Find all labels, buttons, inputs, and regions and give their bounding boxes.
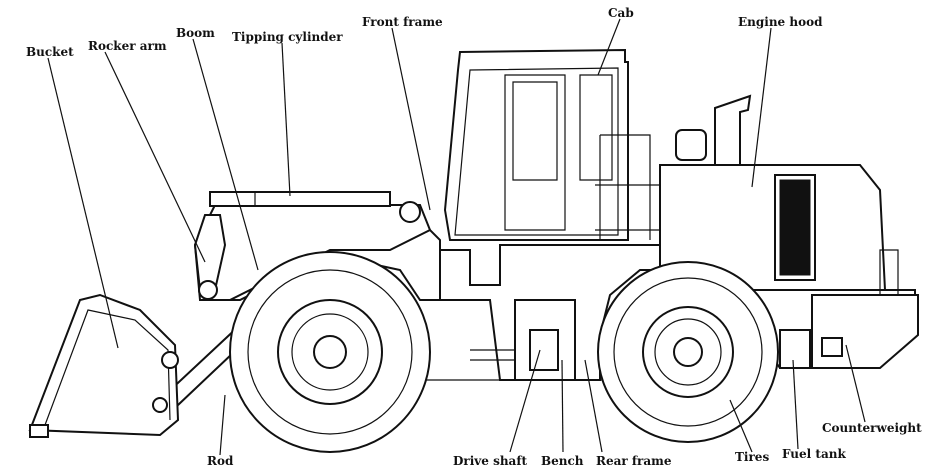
label-cab: Cab: [608, 6, 634, 20]
leader-cab: [597, 18, 621, 76]
engine-hood-shape: [659, 94, 899, 300]
leader-counterweight: [845, 344, 866, 423]
label-fuel-tank: Fuel tank: [782, 447, 846, 461]
label-rod: Rod: [207, 454, 234, 468]
labels: Bucket Rocker arm Boom Tipping cylinder …: [26, 6, 922, 468]
wheel-loader-drawing: [28, 48, 919, 453]
leader-bench: [561, 359, 564, 453]
label-front-frame: Front frame: [362, 15, 443, 29]
fuel-tank-shape: [779, 329, 811, 369]
label-engine-hood: Engine hood: [738, 15, 823, 29]
leader-bucket: [47, 57, 119, 349]
label-tires: Tires: [735, 450, 769, 464]
front-wheel: [229, 251, 431, 453]
bucket-shape: [28, 293, 180, 438]
leader-lines: [47, 18, 866, 456]
drive-shaft-shape: [470, 299, 576, 381]
leader-boom: [192, 38, 259, 271]
leader-rod: [219, 394, 226, 456]
leader-front-frame: [391, 27, 431, 211]
leader-rocker-arm: [104, 51, 206, 263]
leader-fuel-tank: [792, 359, 799, 450]
leader-tires: [729, 399, 753, 453]
label-bucket: Bucket: [26, 45, 74, 59]
counterweight-shape: [811, 294, 919, 369]
tipping-cylinder-shape: [209, 191, 421, 223]
rocker-arm-shape: [193, 214, 227, 300]
label-rocker-arm: Rocker arm: [88, 39, 167, 53]
label-bench: Bench: [541, 454, 584, 468]
label-counterweight: Counterweight: [822, 421, 922, 435]
label-rear-frame: Rear frame: [596, 454, 672, 468]
label-boom: Boom: [176, 26, 215, 40]
label-drive-shaft: Drive shaft: [453, 454, 527, 468]
leader-engine-hood: [751, 27, 772, 188]
leader-rear-frame: [584, 359, 603, 453]
leader-drive-shaft: [509, 349, 541, 453]
cab-shape: [443, 48, 661, 241]
label-tipping-cylinder: Tipping cylinder: [232, 30, 343, 44]
leader-tipping-cylinder: [281, 42, 291, 197]
rear-wheel: [597, 261, 779, 443]
